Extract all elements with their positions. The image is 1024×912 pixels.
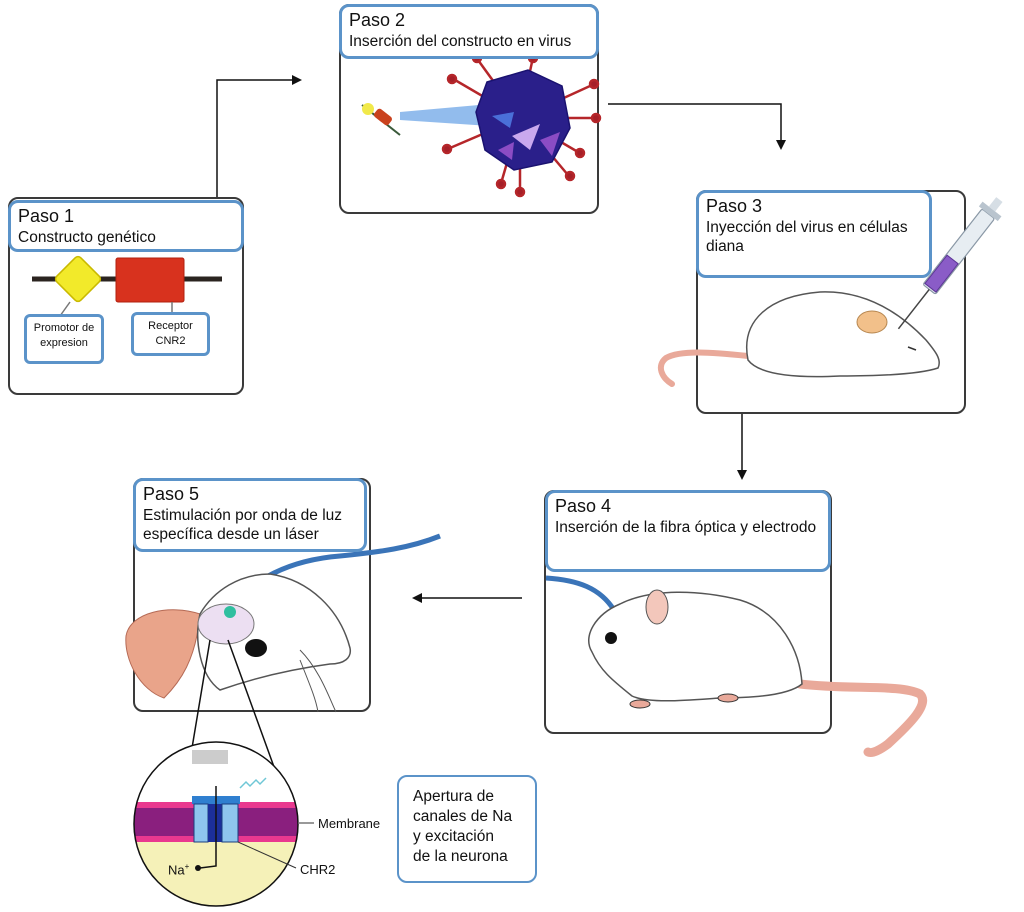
step-description: Inyección del virus en células diana <box>706 218 908 255</box>
receptor-label: Receptor CNR2 <box>131 312 210 356</box>
step5-label: Paso 5 Estimulación por onda de luz espe… <box>133 478 367 552</box>
step-title: Paso 4 <box>555 496 612 516</box>
mouse-tail <box>795 679 928 757</box>
step-description: Inserción de la fibra óptica y electrodo <box>555 518 817 536</box>
mouse-ear <box>645 589 669 625</box>
receptor-shape <box>115 257 185 303</box>
step-title: Paso 1 <box>18 206 75 226</box>
step-description: Constructo genético <box>18 228 156 246</box>
arrow-step2-to-step3 <box>608 103 786 150</box>
promoter-label: Promotor de expresion <box>24 314 104 364</box>
ion-flow-arrow <box>199 786 217 869</box>
construct-fragment <box>361 103 401 136</box>
mouse-ear <box>125 609 201 699</box>
fiber-implant <box>224 606 236 618</box>
sodium-ion-label: Na+ <box>168 862 189 877</box>
optical-fiber <box>545 575 617 612</box>
chr2-label: CHR2 <box>300 862 336 877</box>
step-description: Inserción del constructo en virus <box>349 32 572 50</box>
promoter-shape <box>54 255 102 303</box>
light-wave <box>239 777 267 789</box>
blue-light-label <box>192 750 228 764</box>
step2-label: Paso 2 Inserción del constructo en virus <box>339 4 599 59</box>
mouse-eye <box>245 639 267 657</box>
ion-symbol: Na <box>168 862 185 878</box>
syringe-icon <box>897 197 1003 330</box>
result-callout: Apertura de canales de Na y excitación d… <box>397 775 537 883</box>
step1-label: Paso 1 Constructo genético <box>8 200 244 252</box>
mouse-body <box>746 291 940 378</box>
step4-label: Paso 4 Inserción de la fibra óptica y el… <box>545 490 831 572</box>
step-title: Paso 3 <box>706 196 763 216</box>
brain-region <box>197 603 255 645</box>
ion-charge: + <box>184 862 190 871</box>
chr2-channel <box>192 796 240 843</box>
step-title: Paso 2 <box>349 10 406 30</box>
step3-label: Paso 3 Inyección del virus en células di… <box>696 190 932 278</box>
arrow-step1-to-step2 <box>216 75 302 197</box>
mouse-body <box>587 591 803 702</box>
step-title: Paso 5 <box>143 484 200 504</box>
cytoplasm <box>134 842 298 906</box>
mouse-ear <box>856 310 888 334</box>
mouse-eye <box>605 632 617 644</box>
mouse-tail <box>657 349 751 387</box>
membrane-label: Membrane <box>318 816 381 831</box>
step-description: Estimulación por onda de luz específica … <box>143 506 343 543</box>
